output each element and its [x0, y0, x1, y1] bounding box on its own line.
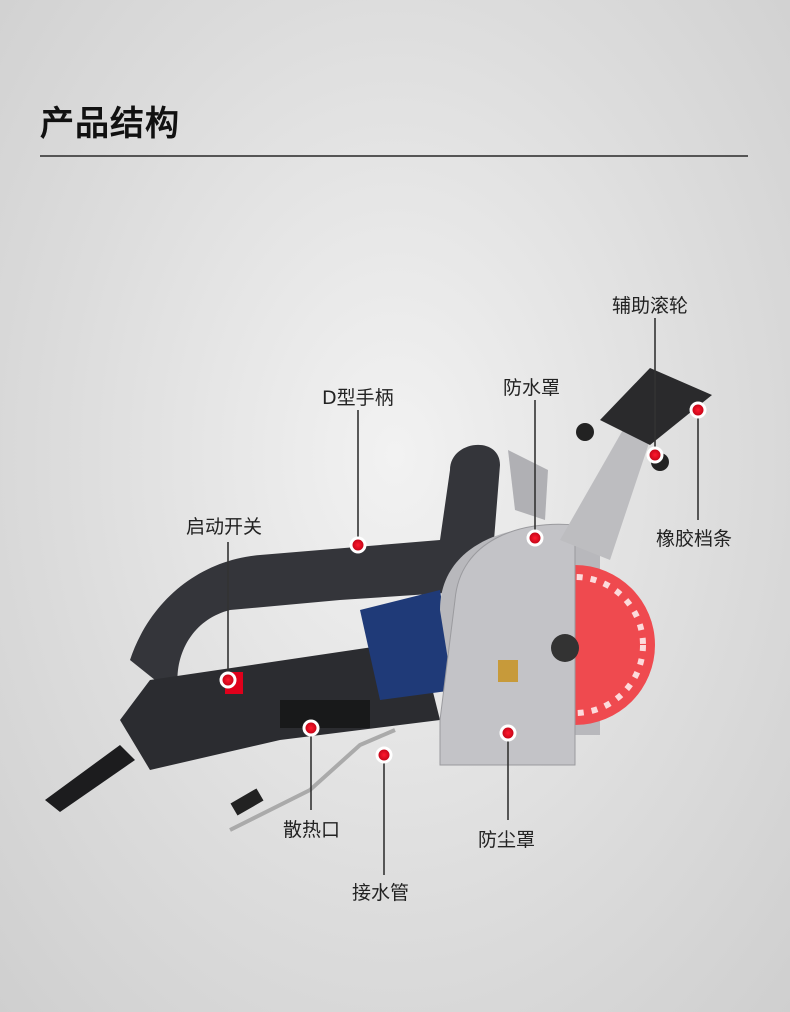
water-hose [229, 728, 396, 832]
water-guard [508, 450, 548, 520]
roller-arm [560, 400, 660, 560]
page-title: 产品结构 [40, 104, 180, 144]
label-roller: 辅助滚轮 [612, 295, 689, 317]
d-handle [130, 444, 500, 700]
marker-vent [302, 719, 320, 737]
marker-rubber-strip [689, 401, 707, 419]
marker-water-pipe [375, 746, 393, 764]
marker-handle [349, 536, 367, 554]
title-divider [40, 155, 748, 157]
label-water-guard: 防水罩 [503, 377, 561, 399]
guard-plate [439, 523, 576, 766]
label-vent: 散热口 [283, 819, 341, 841]
cord-sleeve [45, 745, 135, 812]
marker-roller [646, 446, 664, 464]
marker-switch [219, 671, 237, 689]
label-water-pipe: 接水管 [352, 882, 410, 904]
label-switch: 启动开关 [186, 516, 263, 538]
label-dust-guard: 防尘罩 [478, 829, 536, 851]
label-handle: D型手柄 [322, 387, 394, 409]
saw-illustration [45, 368, 712, 832]
rubber-strip [600, 368, 712, 445]
label-rubber-strip: 橡胶档条 [656, 528, 733, 550]
motor-band [360, 590, 455, 700]
marker-water-guard [526, 529, 544, 547]
marker-dust-guard [499, 724, 517, 742]
